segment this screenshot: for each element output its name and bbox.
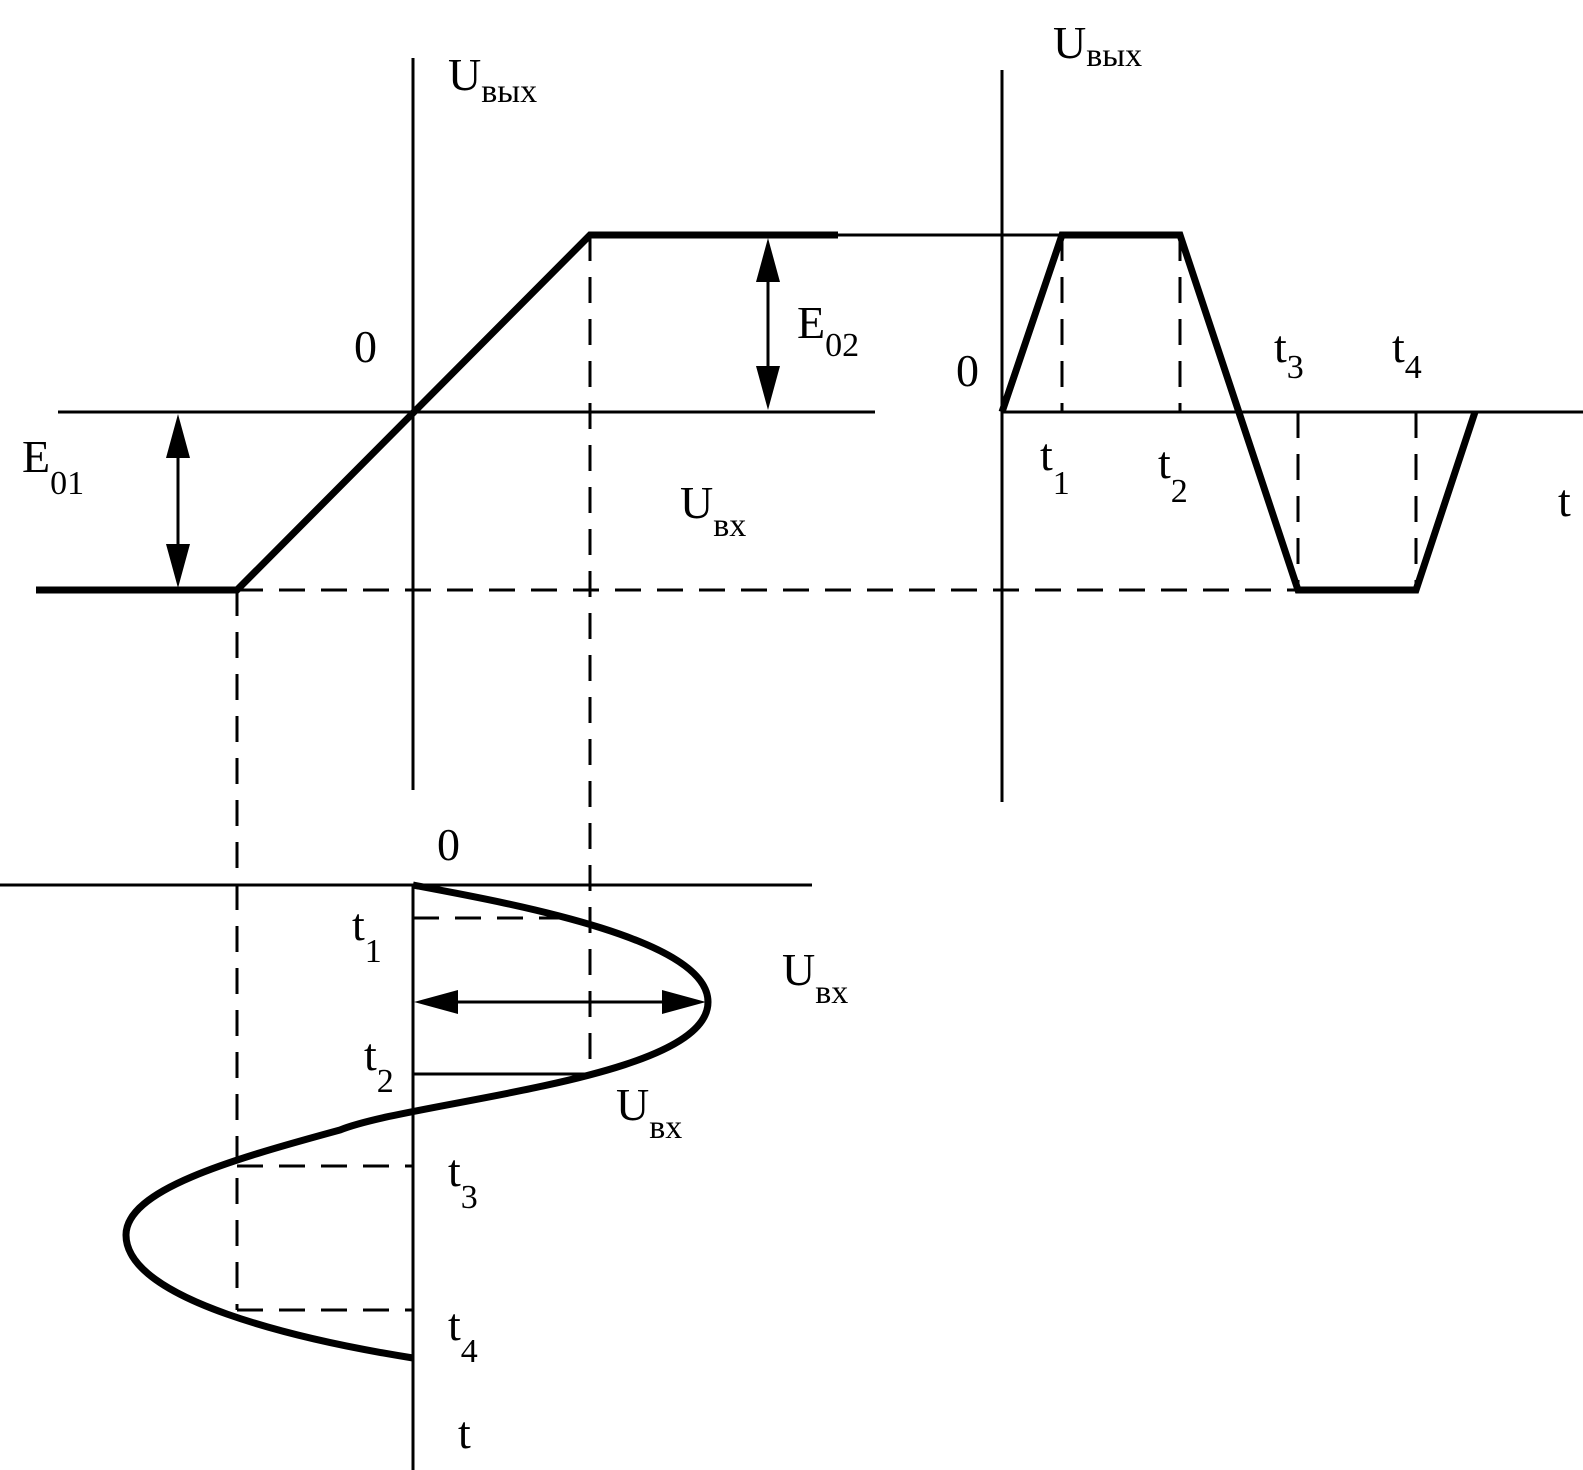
input-u-in-amplitude-label: Uвх (782, 944, 848, 1011)
input-t1-label: t1 (352, 899, 382, 970)
e02-label: E02 (797, 297, 859, 364)
output-u-out-label: Uвых (1053, 17, 1142, 74)
input-t4-label: t4 (448, 1299, 478, 1370)
output-t3-label: t3 (1274, 321, 1304, 386)
transfer-u-in-label: Uвх (680, 477, 746, 544)
e02-dimension-arrow (756, 238, 780, 410)
transfer-u-out-label: Uвых (448, 49, 537, 110)
transfer-curve (36, 231, 838, 594)
output-waveform-plot: Uвых 0 t3 t4 t1 t2 t (956, 17, 1583, 802)
input-origin-label: 0 (437, 819, 460, 870)
input-t-axis-label: t (458, 1407, 471, 1458)
e01-dimension-arrow (166, 414, 190, 588)
transfer-origin-label: 0 (354, 321, 377, 372)
transfer-characteristic: Uвых 0 E02 E01 Uвх (22, 49, 875, 790)
output-t-axis-label: t (1558, 475, 1571, 526)
projection-guides (235, 233, 1418, 1312)
input-amplitude-arrow (414, 990, 706, 1014)
e01-label: E01 (22, 431, 84, 502)
output-origin-label: 0 (956, 345, 979, 396)
input-waveform-plot: 0 t1 t2 t3 t4 t Uвх Uвх (0, 819, 848, 1470)
input-u-in-label: Uвх (616, 1079, 682, 1146)
input-t3-label: t3 (448, 1145, 478, 1216)
output-waveform (998, 231, 1479, 594)
input-t2-label: t2 (364, 1029, 394, 1100)
input-sine-curve (122, 881, 712, 1362)
output-t4-label: t4 (1392, 321, 1422, 386)
output-t2-label: t2 (1158, 437, 1188, 510)
output-t1-label: t1 (1040, 429, 1070, 502)
